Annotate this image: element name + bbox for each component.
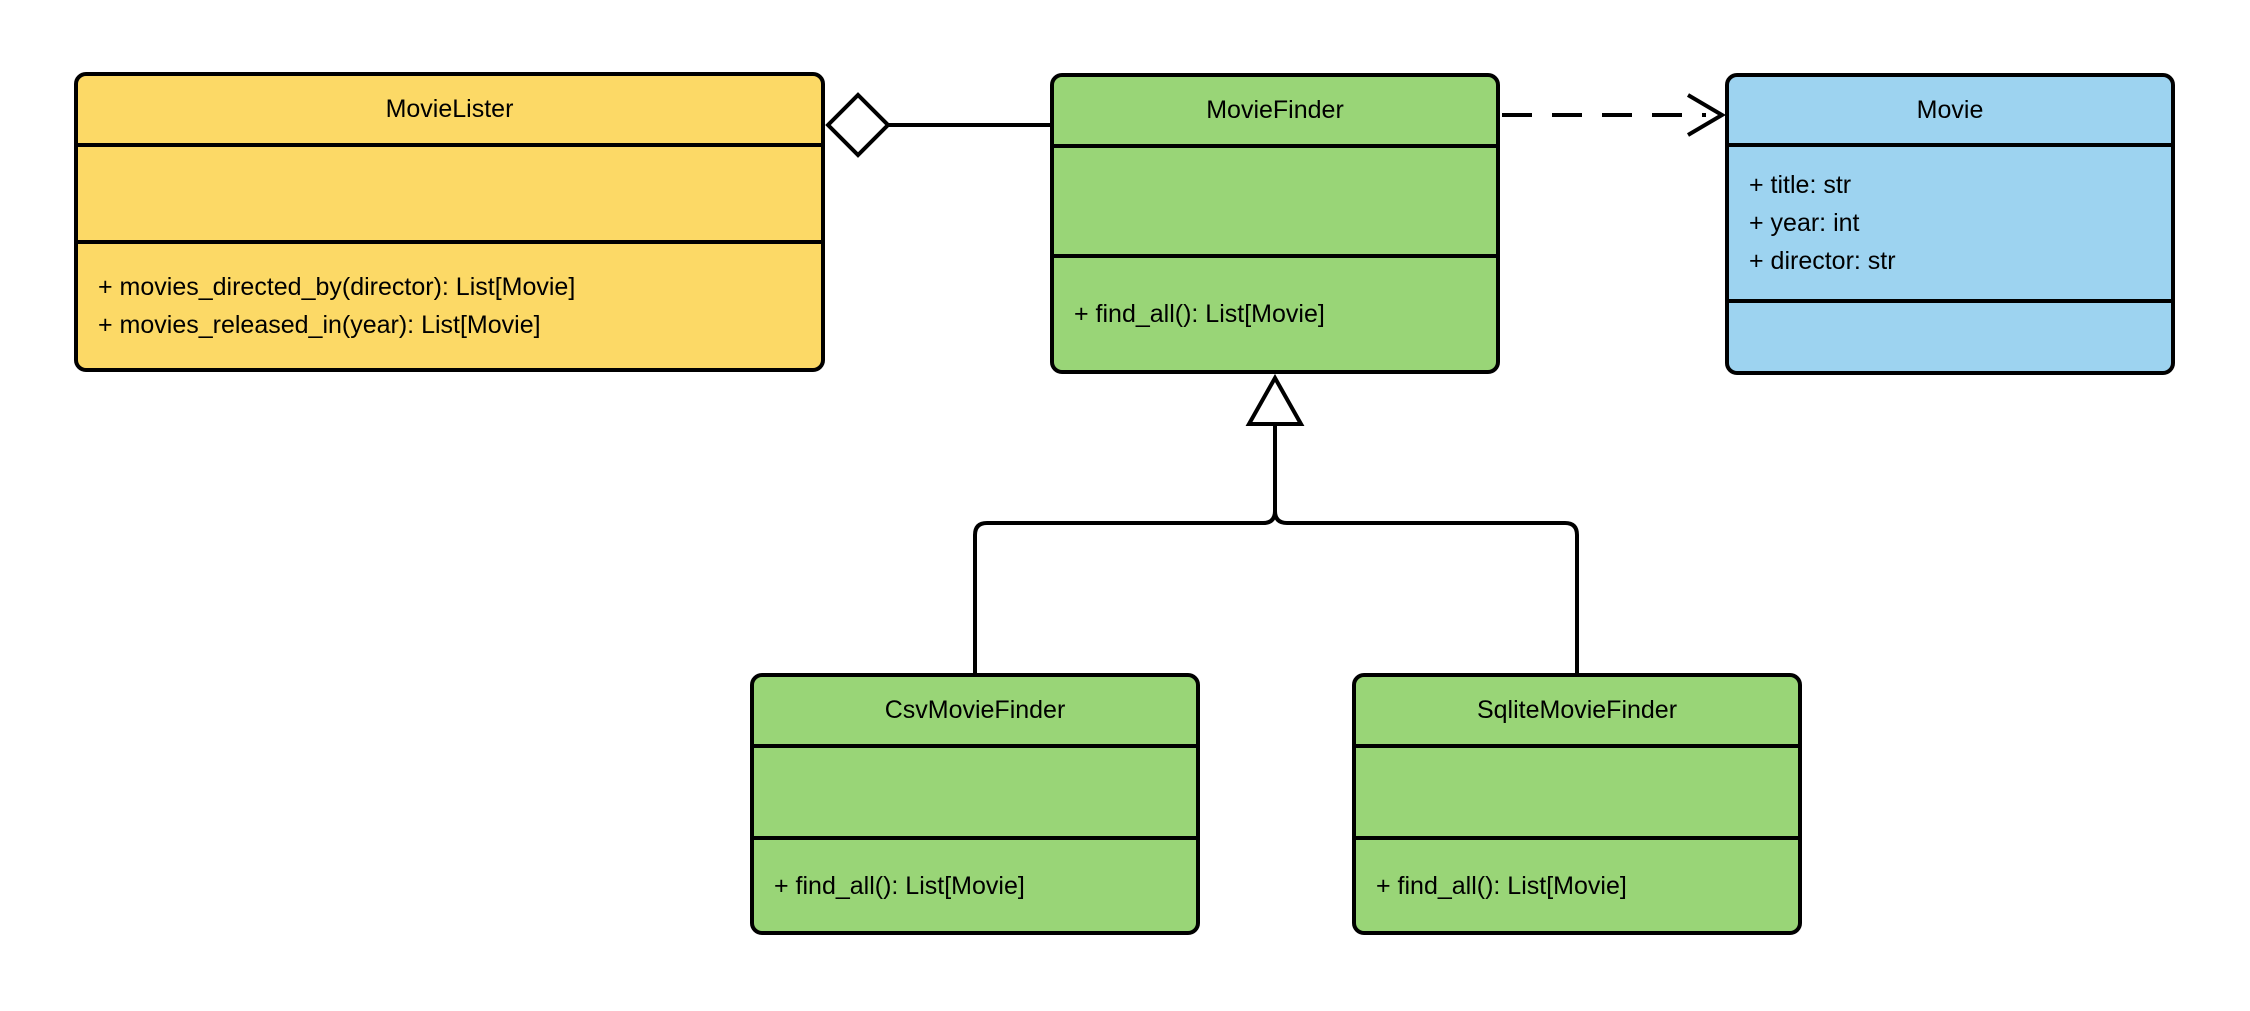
methods-compartment-moviefinder: + find_all(): List[Movie] <box>1054 254 1496 370</box>
class-name-csvmoviefinder: CsvMovieFinder <box>884 696 1066 724</box>
generalization-connector-sqlite <box>1273 510 1579 673</box>
class-name-movie: Movie <box>1916 95 1984 124</box>
class-box-moviefinder: MovieFinder + find_all(): List[Movie] <box>1050 73 1500 374</box>
method-row: + movies_released_in(year): List[Movie] <box>98 311 541 339</box>
methods-compartment-csvmoviefinder: + find_all(): List[Movie] <box>754 836 1196 931</box>
methods-compartment-sqlitemoviefinder: + find_all(): List[Movie] <box>1356 836 1798 931</box>
attributes-compartment-sqlitemoviefinder <box>1356 744 1798 836</box>
methods-compartment-movie <box>1729 299 2171 371</box>
method-row: + movies_directed_by(director): List[Mov… <box>98 273 576 301</box>
method-row: + find_all(): List[Movie] <box>774 871 1025 900</box>
aggregation-diamond-icon <box>825 92 891 158</box>
generalization-triangle-icon <box>1245 373 1305 426</box>
class-box-sqlitemoviefinder: SqliteMovieFinder + find_all(): List[Mov… <box>1352 673 1802 935</box>
class-name-movielister: MovieLister <box>385 95 514 123</box>
attribute-row: + title: str <box>1749 171 1852 199</box>
attribute-row: + year: int <box>1749 209 1860 237</box>
class-box-csvmoviefinder: CsvMovieFinder + find_all(): List[Movie] <box>750 673 1200 935</box>
class-name-moviefinder: MovieFinder <box>1206 96 1344 124</box>
attributes-compartment-csvmoviefinder <box>754 744 1196 836</box>
method-row: + find_all(): List[Movie] <box>1376 871 1627 900</box>
attributes-compartment-moviefinder <box>1054 144 1496 254</box>
generalization-connector-csv <box>973 424 1277 673</box>
attribute-row: + director: str <box>1749 247 1896 275</box>
class-box-movielister: MovieLister + movies_directed_by(directo… <box>74 72 825 372</box>
attributes-compartment-movielister <box>78 143 821 240</box>
method-row: + find_all(): List[Movie] <box>1074 300 1325 328</box>
dependency-open-arrowhead-icon <box>1686 93 1726 137</box>
methods-compartment-movielister: + movies_directed_by(director): List[Mov… <box>78 240 821 368</box>
class-name-sqlitemoviefinder: SqliteMovieFinder <box>1476 696 1678 724</box>
attributes-compartment-movie: + title: str + year: int + director: str <box>1729 143 2171 299</box>
class-box-movie: Movie + title: str + year: int + directo… <box>1725 73 2175 375</box>
